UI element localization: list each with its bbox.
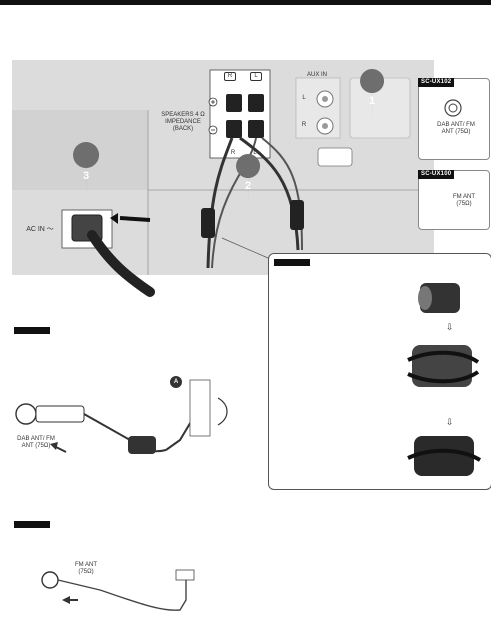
section-bar-fm bbox=[14, 521, 50, 528]
model-badge-ux100: SC-UX100 bbox=[418, 170, 455, 179]
step-1-number: 1 bbox=[368, 95, 376, 107]
arrow-down-icon: ⇩ bbox=[446, 418, 454, 428]
header-rule bbox=[0, 0, 491, 5]
model-ux100-antenna-label: FM ANT (75Ω) bbox=[453, 194, 475, 207]
fm-wire-tape bbox=[175, 569, 195, 581]
model-ux102-antenna-label: DAB ANT/ FM ANT (75Ω) bbox=[437, 122, 475, 135]
dab-ferrite-core bbox=[128, 436, 156, 454]
ferrite-core-left bbox=[201, 208, 215, 238]
callout-marker-a bbox=[170, 376, 182, 388]
arrow-down-icon: ⇩ bbox=[446, 323, 454, 333]
rotate-arrow-icon bbox=[217, 397, 228, 426]
dab-plug-label: DAB ANT/ FM ANT (75Ω) bbox=[17, 436, 55, 449]
terminal-l-plus bbox=[248, 94, 264, 112]
step-1-marker bbox=[360, 69, 385, 122]
speaker-impedance-label: SPEAKERS 4 Ω IMPEDANCE (BACK) bbox=[161, 112, 205, 132]
power-cable bbox=[87, 230, 155, 297]
speaker-label-r-top: R bbox=[224, 72, 236, 81]
model-box-ux102 bbox=[418, 78, 490, 160]
speaker-cable-r bbox=[206, 137, 234, 269]
callout-marker-a-label: A bbox=[173, 379, 179, 385]
ferrite-core-closed bbox=[414, 436, 474, 476]
terminal-r-plus bbox=[226, 94, 242, 112]
step-3-marker bbox=[73, 142, 100, 198]
fm-plug-label: FM ANT (75Ω) bbox=[75, 562, 97, 575]
aux-jack-label-l: L bbox=[302, 95, 306, 101]
section-bar-dab bbox=[14, 327, 50, 334]
speaker-label-l-top: L bbox=[250, 72, 262, 81]
model-badge-ux102: SC-UX102 bbox=[418, 78, 455, 87]
cable-tag bbox=[317, 147, 353, 167]
step-2-marker bbox=[236, 154, 261, 205]
step-3-number: 3 bbox=[82, 170, 90, 182]
step-2-number: 2 bbox=[244, 180, 252, 192]
aux-jack-label-r: R bbox=[301, 122, 307, 128]
terminal-r-minus bbox=[226, 120, 242, 138]
dab-antenna-mount bbox=[189, 379, 211, 437]
insert-arrow bbox=[119, 216, 151, 222]
speaker-label-r-bottom: R bbox=[230, 150, 236, 156]
fm-socket-icon bbox=[41, 571, 59, 589]
aux-label: AUX IN bbox=[306, 72, 327, 78]
fm-antenna-wire bbox=[57, 572, 187, 611]
terminal-l-minus bbox=[248, 120, 264, 138]
ferrite-core-right bbox=[290, 200, 304, 230]
speaker-label-l-bottom: L bbox=[253, 150, 257, 156]
callout-title-bar bbox=[274, 259, 310, 266]
ac-in-label: AC IN ～ bbox=[26, 226, 54, 233]
